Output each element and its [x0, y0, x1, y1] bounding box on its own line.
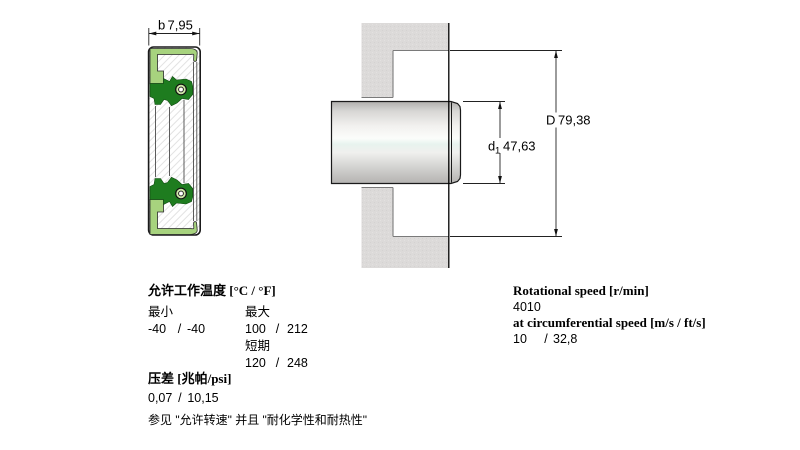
temperature-short-term-label: 短期	[245, 339, 271, 353]
dim-d1-symbol: d	[488, 139, 495, 154]
garter-spring-top-core	[178, 86, 184, 93]
garter-spring-bottom-core	[178, 190, 184, 197]
seal-case-bottom	[149, 199, 198, 235]
pressure-title: 压差 [兆帕/psi]	[148, 371, 232, 386]
slash: /	[178, 391, 182, 405]
dim-d1-value: 47,63	[503, 139, 536, 154]
slash: /	[177, 322, 182, 336]
dim-D-symbol: D	[546, 113, 555, 128]
circumferential-speed-title: at circumferential speed [m/s / ft/s]	[513, 315, 706, 330]
temperature-max-label: 最大	[245, 305, 271, 319]
speed-spec: Rotational speed [r/min] 4010 at circumf…	[513, 283, 706, 347]
temperature-min-label: 最小	[148, 305, 174, 319]
shaft	[330, 100, 462, 185]
dim-d1-subscript: 1	[495, 146, 500, 157]
dim-d1-label: d 1 47,63	[488, 139, 536, 157]
seal-case-top	[149, 48, 198, 84]
dim-b-arrow-right	[192, 31, 200, 36]
dim-D-label-bg	[542, 112, 594, 128]
temperature-short-term-values: 120/248	[245, 356, 308, 370]
dim-d1-arrow-top	[498, 101, 502, 109]
pressure-values: 0,07/10,15	[148, 391, 219, 405]
dim-b-arrow-left	[148, 31, 157, 36]
dim-b-symbol: b	[158, 18, 165, 33]
installation-diagram: d 1 47,63 D 79,38	[330, 23, 594, 268]
reference-note: 参见 "允许转速" 并且 "耐化学性和耐热性"	[148, 413, 368, 427]
recess-edges	[361, 49, 449, 238]
slash: /	[544, 332, 548, 346]
dim-d1-arrow-bottom	[498, 176, 502, 184]
dim-D	[450, 50, 562, 237]
seal-seat-top	[393, 51, 449, 102]
dim-b-value: 7,95	[168, 18, 193, 33]
bore-gap-top	[361, 98, 449, 102]
temperature-spec: 允许工作温度 [°C / °F] 最小 最大 -40/-40 100/212 短…	[148, 283, 308, 372]
seal-top-half	[149, 48, 198, 107]
dim-d1-label-bg	[484, 138, 538, 153]
seal-cross-section: b 7,95	[147, 18, 202, 236]
pressure-spec: 压差 [兆帕/psi] 0,07/10,15	[148, 371, 231, 407]
slash: /	[275, 322, 280, 336]
rotational-speed-title: Rotational speed [r/min]	[513, 283, 649, 298]
circumferential-speed-values: 10/32,8	[513, 332, 578, 346]
bore-gap-bottom	[361, 183, 449, 187]
temperature-min-values: -40/-40	[148, 322, 206, 336]
temperature-max-values: 100/212	[245, 322, 308, 336]
dim-b-label: b 7,95	[158, 18, 193, 33]
dim-D-value: 79,38	[558, 113, 591, 128]
seal-seat-bottom	[393, 184, 449, 237]
dim-D-arrow-top	[554, 50, 558, 58]
temperature-title: 允许工作温度 [°C / °F]	[148, 283, 276, 298]
seal-bore-lines	[155, 62, 198, 221]
slash: /	[275, 356, 280, 370]
dim-b	[148, 28, 201, 46]
dim-D-arrow-bottom	[554, 229, 558, 237]
seal-bottom-half	[149, 176, 198, 235]
dim-D-label: D 79,38	[546, 113, 591, 128]
rotational-speed-value: 4010	[513, 300, 541, 314]
